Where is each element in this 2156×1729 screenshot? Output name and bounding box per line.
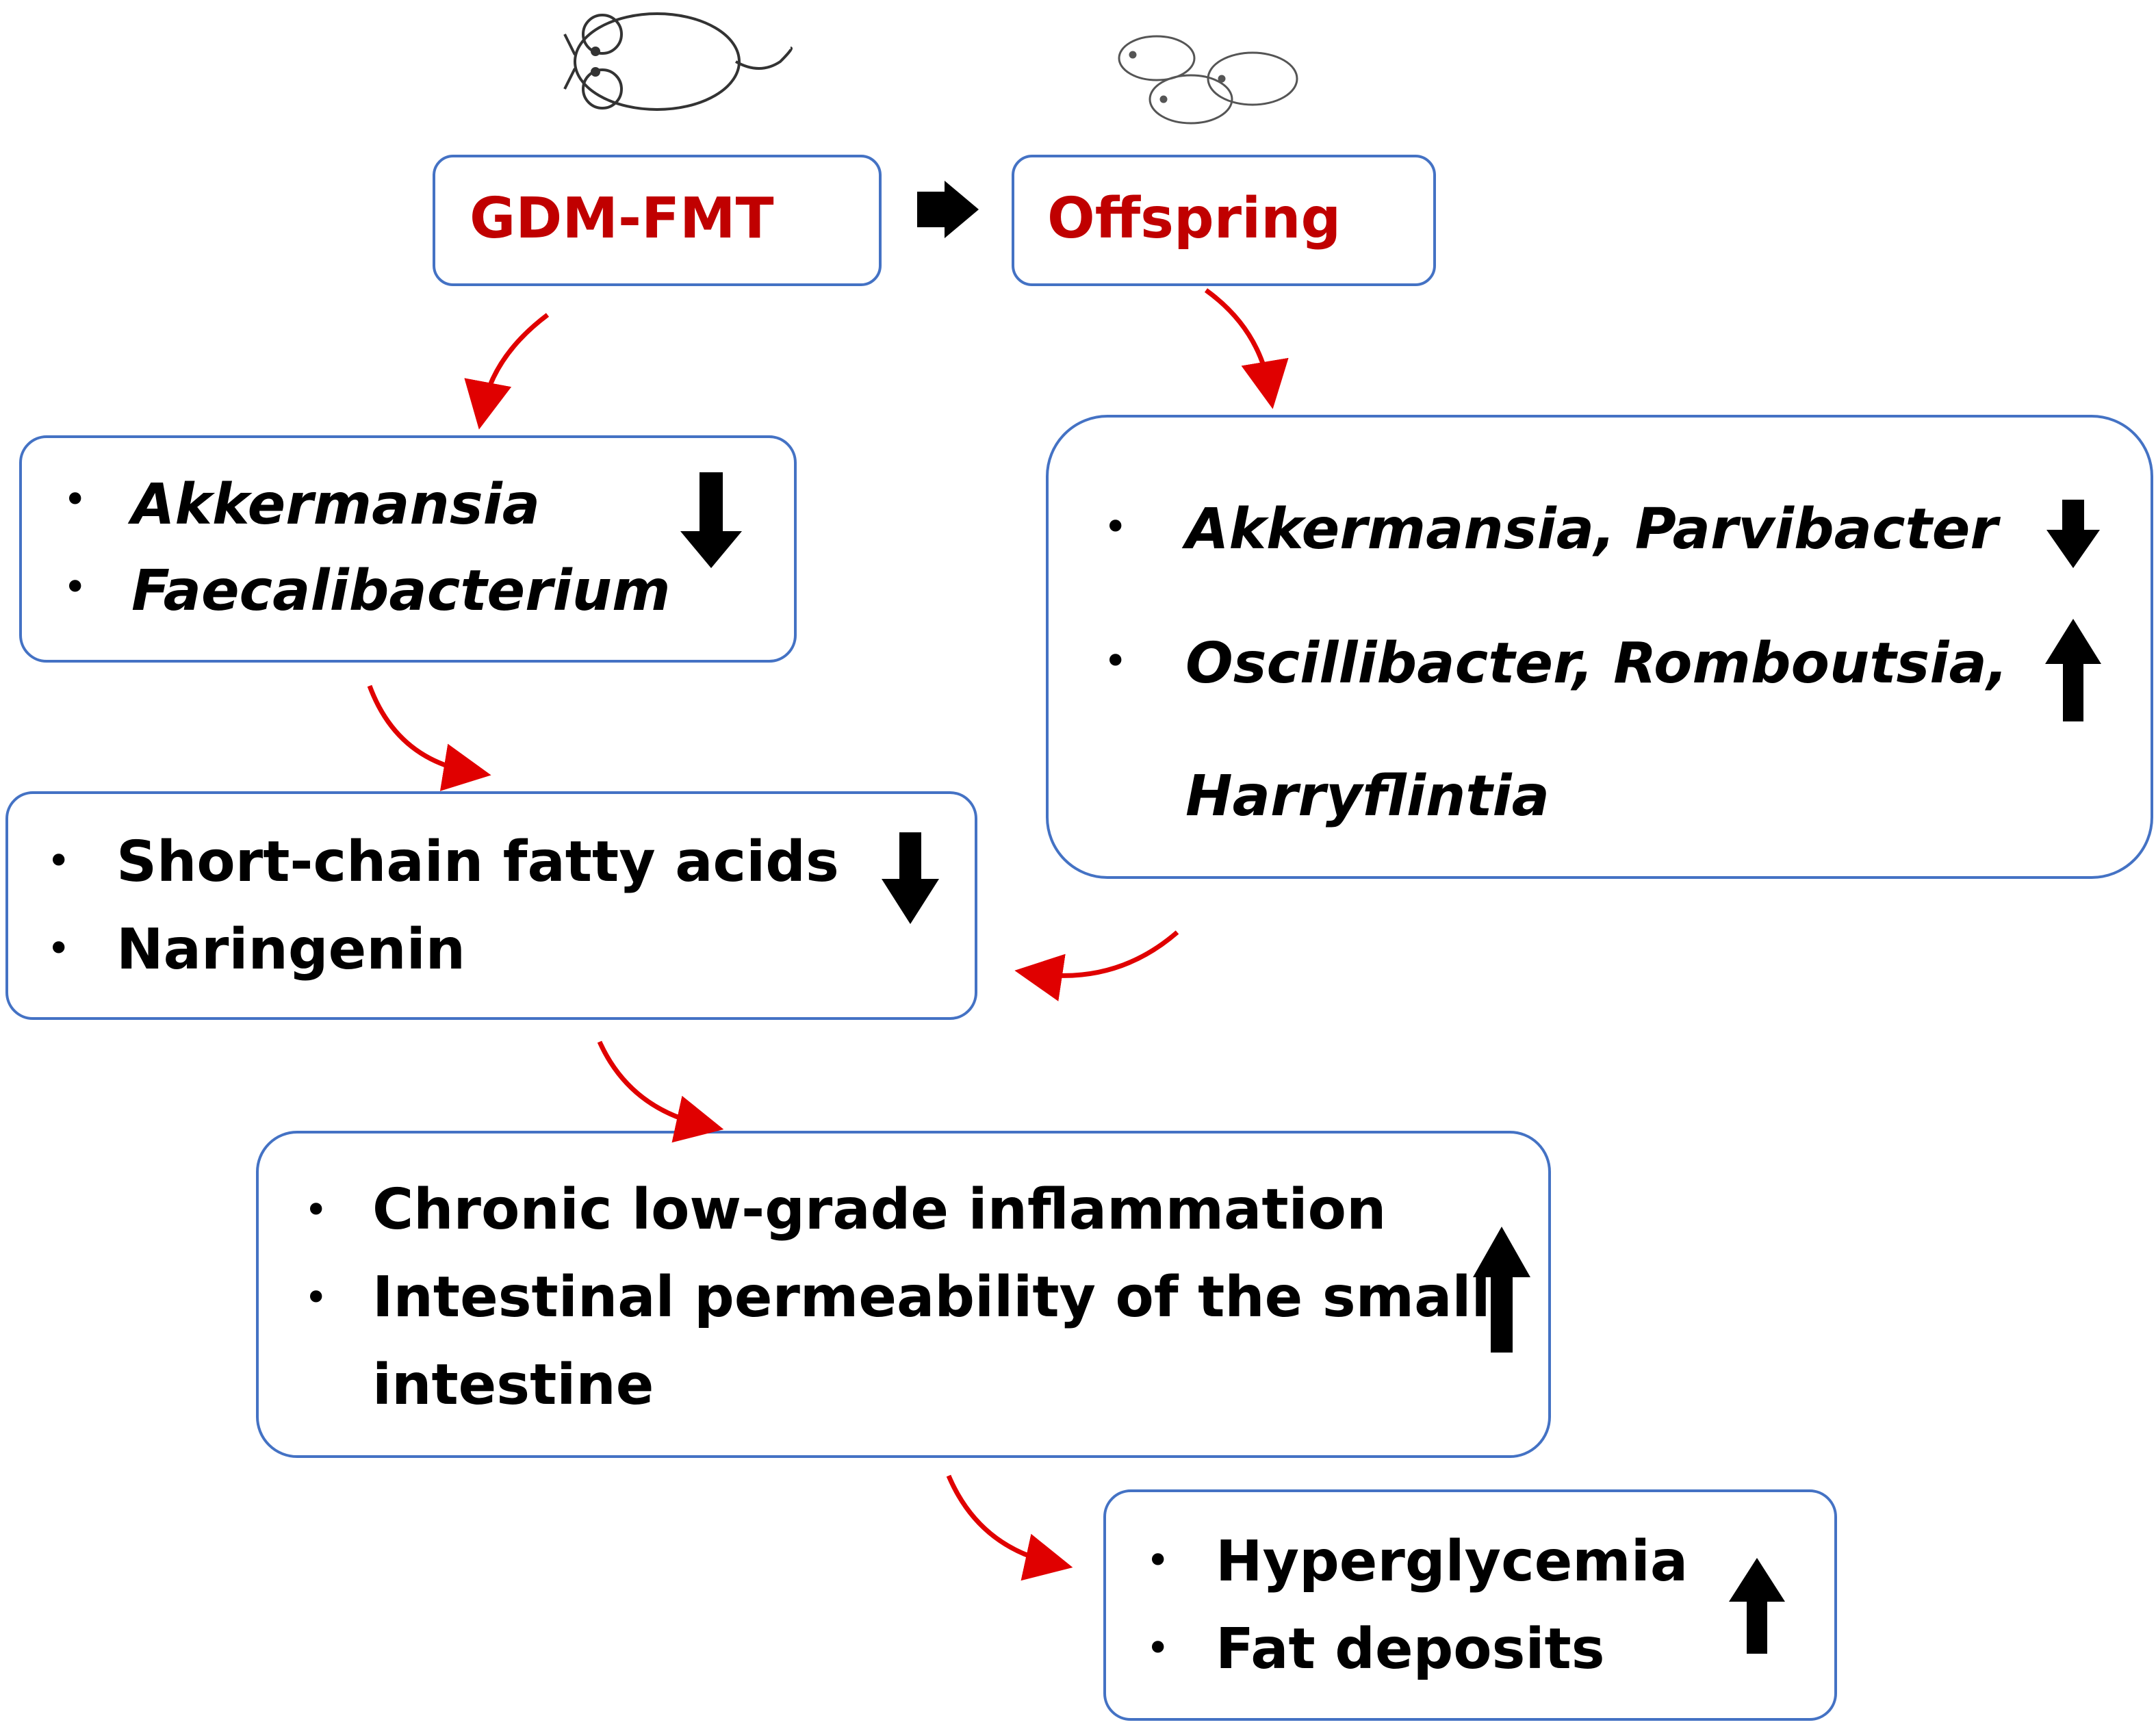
bullet-icon: •: [1103, 637, 1128, 685]
outcome-item: Fat deposits: [1216, 1617, 1605, 1682]
offspring-microbiota-item: Oscillibacter, Romboutsia,: [1185, 631, 2008, 696]
outcome-box: • Hyperglycemia • Fat deposits: [1103, 1489, 1837, 1721]
bullet-icon: •: [63, 563, 88, 611]
curved-red-arrow-icon: [1014, 930, 1179, 1001]
inflammation-item: Chronic low-grade inflammation: [372, 1177, 1387, 1242]
inflammation-item: Intestinal permeability of the small: [372, 1265, 1491, 1330]
metabolites-item: Naringenin: [116, 917, 466, 982]
bullet-icon: •: [1103, 503, 1128, 551]
gdm-microbiota-item: Akkermansia: [131, 472, 541, 537]
down-arrow-icon: [2046, 500, 2100, 568]
offspring-microbiota-item: Akkermansia, Parvibacter: [1185, 497, 1998, 562]
down-arrow-icon: [680, 472, 742, 568]
metabolites-item: Short-chain fatty acids: [116, 830, 839, 895]
offspring-microbiota-box: • Akkermansia, Parvibacter • Oscillibact…: [1046, 415, 2153, 879]
bullet-icon: •: [47, 925, 71, 973]
outcome-item: Hyperglycemia: [1216, 1529, 1689, 1594]
curved-red-arrow-icon: [946, 1474, 1073, 1581]
gdm-fmt-label: GDM-FMT: [470, 186, 774, 251]
up-arrow-icon: [1729, 1558, 1785, 1654]
curved-red-arrow-icon: [1204, 288, 1289, 409]
offspring-label: Offspring: [1047, 186, 1342, 251]
gdm-fmt-box: GDM-FMT: [433, 155, 882, 286]
bullet-icon: •: [63, 476, 88, 524]
bullet-icon: •: [47, 837, 71, 885]
mice-group-icon: [1118, 35, 1298, 125]
up-arrow-icon: [1473, 1227, 1530, 1353]
offspring-microbiota-item: Harryflintia: [1185, 764, 1550, 829]
gdm-microbiota-box: • Akkermansia • Faecalibacterium: [19, 435, 797, 663]
inflammation-item: intestine: [372, 1353, 654, 1418]
curved-red-arrow-icon: [597, 1040, 724, 1143]
inflammation-box: • Chronic low-grade inflammation • Intes…: [256, 1131, 1551, 1458]
bullet-icon: •: [304, 1274, 329, 1322]
metabolites-box: • Short-chain fatty acids • Naringenin: [5, 791, 977, 1020]
bullet-icon: •: [1146, 1624, 1170, 1672]
bullet-icon: •: [304, 1186, 329, 1234]
down-arrow-icon: [882, 832, 939, 924]
right-arrow-icon: [917, 181, 979, 238]
offspring-box: Offspring: [1012, 155, 1436, 286]
gdm-microbiota-item: Faecalibacterium: [131, 559, 671, 624]
curved-red-arrow-icon: [464, 313, 550, 430]
curved-red-arrow-icon: [367, 684, 491, 791]
single-mouse-icon: [563, 12, 793, 111]
bullet-icon: •: [1146, 1537, 1170, 1585]
up-arrow-icon: [2045, 619, 2101, 721]
